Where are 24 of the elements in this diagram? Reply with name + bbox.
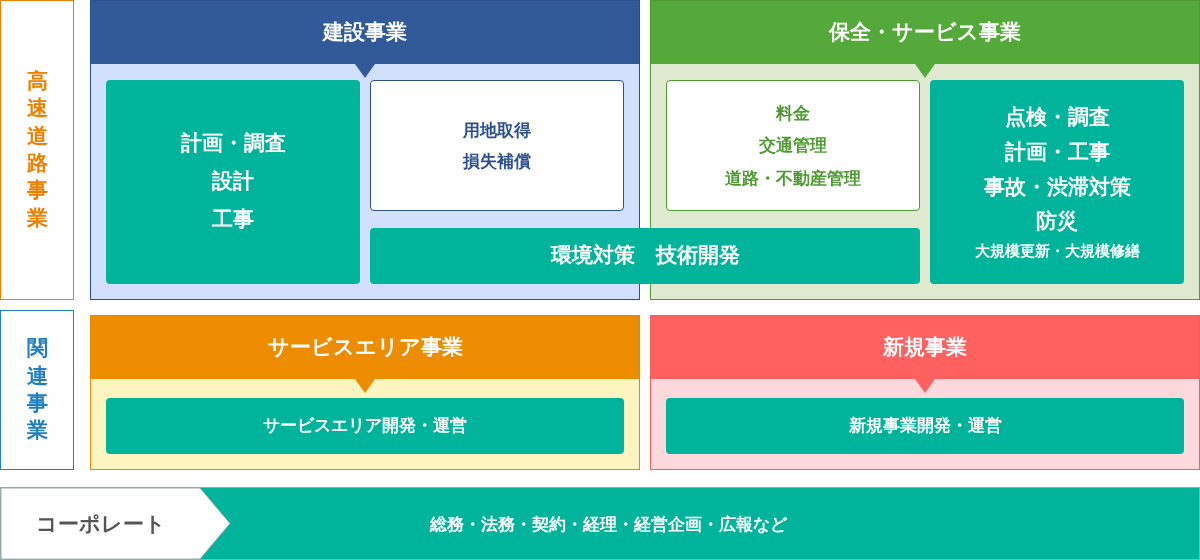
panel-heading: 建設事業	[323, 19, 407, 46]
item-text: 新規事業開発・運営	[848, 414, 1002, 438]
panel-heading: 新規事業	[883, 334, 967, 361]
item-text: サービスエリア開発・運営	[263, 414, 467, 438]
category-label: 高速道路事業	[26, 68, 48, 232]
category-label: 関連事業	[26, 335, 48, 445]
panel-heading: 保全・サービス事業	[829, 19, 1021, 46]
item-text: 計画・工事	[1004, 139, 1110, 166]
item-text: 事故・渋滞対策	[983, 173, 1131, 201]
item-text: 工事	[212, 205, 254, 233]
item-text: 道路・不動産管理	[725, 166, 861, 190]
item-text: 損失補償	[463, 149, 531, 173]
item-text: 設計	[212, 168, 254, 196]
item-text: 大規模更新・大規模修繕	[974, 240, 1140, 262]
panel-heading: サービスエリア事業	[267, 334, 463, 361]
tab-label: コーポレート	[36, 510, 166, 538]
function-list: 総務・法務・契約・経理・経営企画・広報など	[430, 512, 787, 535]
item-text: 点検・調査	[1004, 104, 1110, 132]
item-text: 計画・調査	[180, 130, 286, 158]
item-text: 交通管理	[759, 134, 827, 158]
item-text: 防災	[1036, 208, 1078, 236]
item-text: 料金	[776, 102, 810, 126]
item-text: 用地取得	[463, 118, 531, 142]
item-text: 環境対策 技術開発	[550, 242, 740, 270]
